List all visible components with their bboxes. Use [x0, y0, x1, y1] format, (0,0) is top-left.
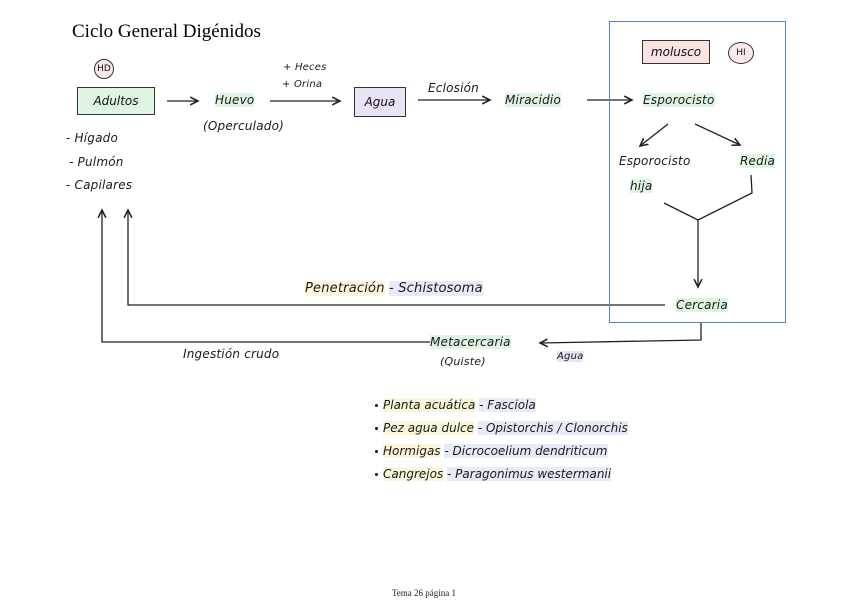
huevo-label: Huevo: [215, 93, 255, 107]
list-item: Hormigas - Dicrocoelium dendriticum: [375, 442, 628, 465]
esporocisto-hija-label: Esporocisto: [619, 154, 691, 168]
esporocisto-label: Esporocisto: [643, 93, 715, 107]
arrow-esporocisto-redia: [694, 123, 740, 145]
bullet-icon: [375, 427, 378, 430]
intermediate-host-frame: [609, 21, 786, 323]
location-liver: - Hígado: [66, 131, 119, 145]
page-title: Ciclo General Digénidos: [72, 21, 261, 42]
heces-label: + Heces: [283, 62, 327, 73]
page-footer: Tema 26 página 1: [391, 588, 457, 598]
agua-path-label: Agua: [557, 351, 584, 362]
ingestion-label: Ingestión crudo: [183, 347, 280, 361]
operculado-note: (Operculado): [203, 119, 284, 133]
list-item: Pez agua dulce - Opistorchis / Clonorchi…: [375, 419, 628, 442]
adultos-box: Adultos: [77, 87, 155, 115]
esporocisto-hija-line1: Esporocisto: [619, 154, 691, 168]
quiste-note: (Quiste): [440, 355, 486, 368]
schistosoma-label: - Schistosoma: [388, 281, 483, 296]
miracidio-label: Miracidio: [505, 93, 561, 107]
bullet-icon: [375, 473, 378, 476]
definitive-host-badge: HD: [94, 59, 114, 79]
eclosion-label: Eclosión: [428, 81, 479, 95]
cercaria-label: Cercaria: [676, 298, 728, 312]
ingestion-path: [102, 210, 430, 343]
penetration-path: [128, 210, 665, 306]
orina-label: + Orina: [282, 79, 323, 90]
example-list: Planta acuática - Fasciola Pez agua dulc…: [375, 396, 628, 488]
cercaria-to-metacercaria: [540, 322, 702, 343]
list-item: Cangrejos - Paragonimus westermanii: [375, 465, 628, 488]
penetracion-label: Penetración: [305, 281, 385, 296]
penetration-text: Penetración - Schistosoma: [305, 281, 483, 296]
hija-label: hija: [630, 179, 653, 193]
location-lung: - Pulmón: [69, 155, 124, 169]
list-item: Planta acuática - Fasciola: [375, 396, 628, 419]
redia-label: Redia: [740, 154, 776, 168]
molusco-box: molusco: [642, 40, 710, 64]
metacercaria-label: Metacercaria: [430, 335, 511, 349]
bullet-icon: [375, 404, 378, 407]
intermediate-host-badge: HI: [728, 42, 754, 64]
bullet-icon: [375, 450, 378, 453]
agua-box: Agua: [354, 87, 406, 117]
arrow-esporocisto-hija: [640, 123, 669, 146]
location-capillaries: - Capilares: [66, 178, 133, 192]
merge-line: [663, 174, 753, 221]
